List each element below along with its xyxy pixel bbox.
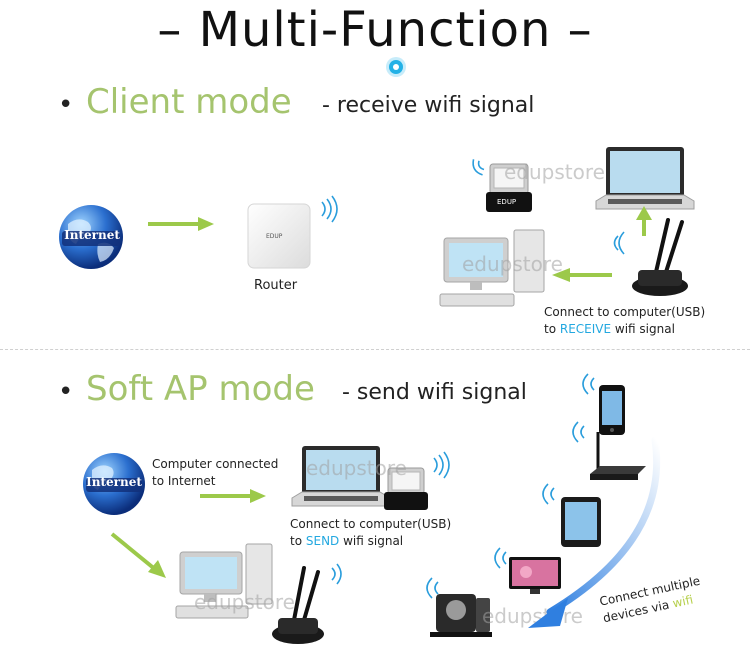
send-keyword: SEND (305, 534, 340, 548)
send-caption-line2: to SEND wifi signal (290, 534, 404, 548)
usb-adapter-icon (384, 467, 428, 510)
client-mode-heading: Client mode (86, 82, 292, 122)
arrow-icon (528, 436, 661, 628)
page-title: – Multi-Function – (157, 2, 593, 58)
wifi-signal-icon (542, 483, 555, 505)
wifi-signal-icon (426, 577, 439, 599)
tablet-icon (561, 497, 601, 547)
watermark-text: edupstore (504, 160, 605, 184)
wifi-signal-icon (613, 231, 625, 255)
wifi-signal-icon (572, 421, 585, 443)
receive-caption-line2: to RECEIVE wifi signal (544, 322, 675, 336)
wifi-signal-icon (331, 563, 342, 585)
usb-adapter-icon (486, 163, 532, 212)
receive-keyword: RECEIVE (559, 322, 612, 336)
globe-icon (83, 453, 145, 515)
client-mode-description: - receive wifi signal (322, 93, 535, 118)
section-divider (0, 349, 750, 350)
softap-mode-heading: Soft AP mode (86, 369, 315, 409)
watermark-text: edupstore (462, 252, 563, 276)
watermark-text: edupstore (306, 456, 407, 480)
receive-caption-line1: Connect to computer(USB) (544, 305, 706, 319)
router-antenna-icon (590, 432, 646, 480)
arrow-icon (552, 268, 612, 282)
watermark-text: edupstore (482, 604, 583, 628)
router-brand: EDUP (266, 233, 283, 240)
laptop-icon (595, 147, 695, 210)
wifi-signal-icon (494, 547, 507, 569)
router-icon (247, 203, 311, 269)
receive-caption: Connect to computer(USB) to RECEIVE wifi… (544, 304, 705, 338)
router-label: Router (254, 278, 298, 293)
wifi-signal-icon (582, 373, 595, 395)
internet-label: Internet (86, 475, 142, 489)
desktop-pc-icon (439, 229, 545, 307)
title-decoration-dot (389, 60, 403, 74)
client-bullet: • (58, 90, 74, 120)
wifi-keyword: wifi (671, 592, 695, 611)
computer-internet-caption: Computer connected to Internet (152, 457, 279, 488)
smartphone-icon (599, 385, 625, 435)
arrow-icon (200, 489, 266, 503)
internet-label: Internet (64, 228, 120, 242)
wifi-signal-icon (321, 195, 338, 223)
wifi-signal-icon (433, 451, 450, 479)
send-caption-line1: Connect to computer(USB) (290, 517, 452, 531)
adapter-brand: EDUP (497, 198, 517, 206)
antenna-adapter-icon (632, 218, 688, 296)
antenna-adapter-icon (272, 566, 324, 644)
globe-icon (59, 205, 123, 269)
softap-bullet: • (58, 377, 74, 407)
send-caption: Connect to computer(USB) to SEND wifi si… (290, 516, 451, 550)
arrow-icon (636, 206, 652, 236)
tv-icon (509, 557, 561, 594)
laptop-icon (291, 446, 391, 507)
wifi-signal-icon (472, 159, 485, 176)
softap-mode-description: - send wifi signal (342, 380, 527, 405)
desktop-pc-icon (175, 543, 273, 619)
arrow-icon (148, 217, 214, 231)
game-console-icon (430, 594, 492, 637)
arrow-icon (110, 532, 166, 578)
watermark-text: edupstore (194, 590, 295, 614)
